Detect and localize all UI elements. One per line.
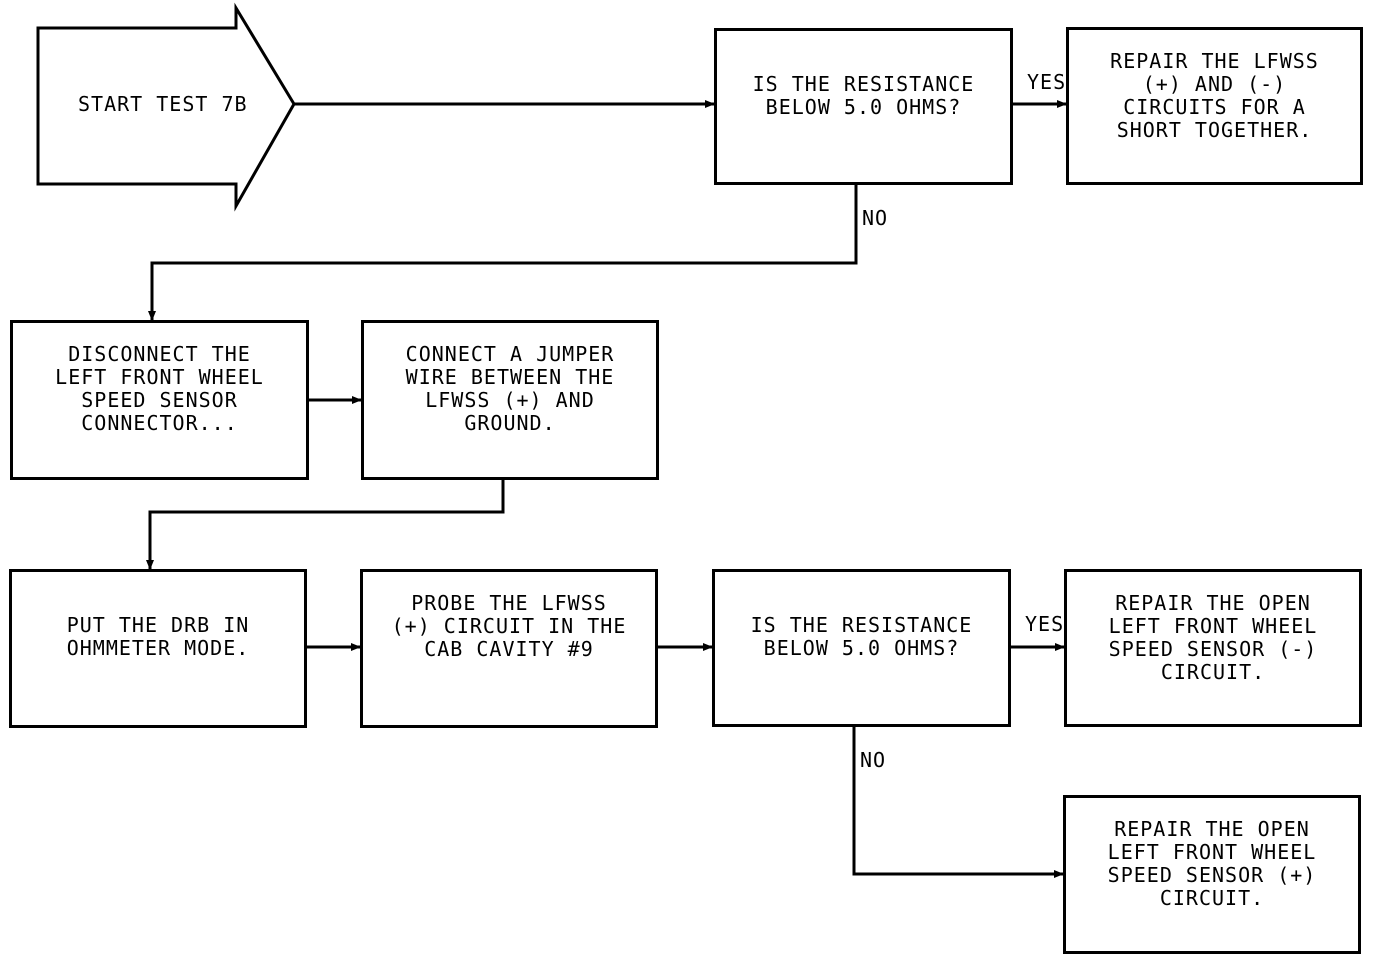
action-text-repair-plus: REPAIR THE OPEN LEFT FRONT WHEEL SPEED S… xyxy=(1107,817,1317,910)
action-text-probe: PROBE THE LFWSS (+) CIRCUIT IN THE CAB C… xyxy=(391,591,627,661)
edge-label-q2-no: NO xyxy=(860,748,887,772)
decision-box-q1: IS THE RESISTANCE BELOW 5.0 OHMS? xyxy=(714,28,1013,185)
action-text-repair-short: REPAIR THE LFWSS (+) AND (-) CIRCUITS FO… xyxy=(1110,49,1319,142)
edge-label-q1-no: NO xyxy=(862,206,889,230)
action-box-repair-short: REPAIR THE LFWSS (+) AND (-) CIRCUITS FO… xyxy=(1066,27,1363,185)
action-box-disconnect: DISCONNECT THE LEFT FRONT WHEEL SPEED SE… xyxy=(10,320,309,480)
start-label: START TEST 7B xyxy=(78,92,248,116)
decision-text-q1: IS THE RESISTANCE BELOW 5.0 OHMS? xyxy=(752,72,975,119)
action-box-drb: PUT THE DRB IN OHMMETER MODE. xyxy=(9,569,307,728)
action-text-drb: PUT THE DRB IN OHMMETER MODE. xyxy=(66,613,250,660)
start-arrow-shape xyxy=(36,2,296,212)
decision-box-q2: IS THE RESISTANCE BELOW 5.0 OHMS? xyxy=(712,569,1011,727)
action-box-repair-minus: REPAIR THE OPEN LEFT FRONT WHEEL SPEED S… xyxy=(1064,569,1362,727)
action-box-jumper: CONNECT A JUMPER WIRE BETWEEN THE LFWSS … xyxy=(361,320,659,480)
action-text-repair-minus: REPAIR THE OPEN LEFT FRONT WHEEL SPEED S… xyxy=(1108,591,1318,684)
decision-text-q2: IS THE RESISTANCE BELOW 5.0 OHMS? xyxy=(750,613,973,660)
edge-label-q1-yes: YES xyxy=(1027,70,1067,94)
connector-jumper-to-drb xyxy=(146,480,505,570)
action-box-probe: PROBE THE LFWSS (+) CIRCUIT IN THE CAB C… xyxy=(360,569,658,728)
action-text-jumper: CONNECT A JUMPER WIRE BETWEEN THE LFWSS … xyxy=(405,342,615,435)
action-box-repair-plus: REPAIR THE OPEN LEFT FRONT WHEEL SPEED S… xyxy=(1063,795,1361,954)
connector-q2-no xyxy=(852,726,1064,878)
connector-q1-no xyxy=(148,184,858,321)
action-text-disconnect: DISCONNECT THE LEFT FRONT WHEEL SPEED SE… xyxy=(55,342,264,435)
edge-label-q2-yes: YES xyxy=(1025,612,1065,636)
